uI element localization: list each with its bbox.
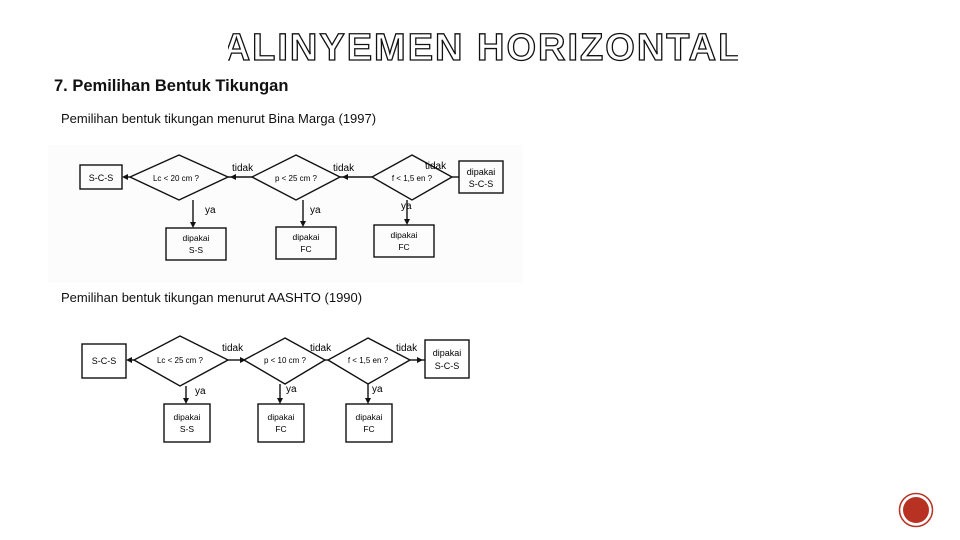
no-label-1: tidak [232, 163, 254, 174]
no-label-3: tidak [425, 161, 447, 172]
end-label-line1: dipakai [467, 167, 496, 177]
end-label-line2: S-C-S [435, 361, 460, 371]
no-label-2: tidak [333, 163, 355, 174]
yes-label-3: ya [401, 201, 412, 212]
decision-3-label: f < 1,5 en ? [392, 174, 433, 183]
outcome-2-line1: dipakai [268, 412, 295, 422]
outcome-2-line2: FC [300, 244, 311, 254]
no-label-3: tidak [396, 343, 418, 354]
outcome-3-line2: FC [363, 424, 374, 434]
yes-label-2: ya [286, 384, 297, 395]
outcome-1-line1: dipakai [183, 233, 210, 243]
decision-1-label: Lc < 20 cm ? [153, 174, 200, 183]
yes-label-1: ya [205, 205, 216, 216]
outcome-1-line2: S-S [180, 424, 195, 434]
outcome-2-line2: FC [275, 424, 286, 434]
decision-2-label: p < 10 cm ? [264, 356, 307, 365]
decision-2 [242, 337, 327, 385]
flow1-caption: Pemilihan bentuk tikungan menurut Bina M… [61, 111, 377, 126]
no-label-1: tidak [222, 343, 244, 354]
page-badge-icon [898, 492, 934, 528]
outcome-3-line1: dipakai [356, 412, 383, 422]
decision-2-label: p < 25 cm ? [275, 174, 318, 183]
slide-title-text: ALINYEMEN HORIZONTAL [228, 27, 738, 69]
decision-1 [132, 335, 230, 387]
end-label-line1: dipakai [433, 348, 462, 358]
decision-3-label: f < 1,5 en ? [348, 356, 389, 365]
section-heading: 7. Pemilihan Bentuk Tikungan [54, 77, 289, 95]
flow2-caption: Pemilihan bentuk tikungan menurut AASHTO… [61, 290, 363, 305]
decision-3 [370, 154, 454, 201]
start-box [81, 343, 127, 379]
outcome-box-1 [163, 403, 211, 443]
no-label-2: tidak [310, 343, 332, 354]
decision-1 [128, 154, 230, 201]
yes-label-3: ya [372, 384, 383, 395]
outcome-box-3 [345, 403, 393, 443]
end-label-line2: S-C-S [469, 179, 494, 189]
outcome-box-2 [257, 403, 305, 443]
outcome-2-line1: dipakai [293, 232, 320, 242]
outcome-1-line1: dipakai [174, 412, 201, 422]
outcome-box-2 [275, 226, 337, 260]
outcome-3-line1: dipakai [391, 230, 418, 240]
flowchart-aashto: S-C-S Lc < 25 cm ? p < 10 cm ? f < 1,5 e… [70, 326, 490, 463]
outcome-3-line2: FC [398, 242, 409, 252]
decision-1-label: Lc < 25 cm ? [157, 356, 204, 365]
outcome-box-1 [165, 227, 227, 261]
outcome-1-line2: S-S [189, 245, 204, 255]
yes-label-2: ya [310, 205, 321, 216]
start-label: S-C-S [89, 173, 114, 183]
decision-2 [250, 154, 342, 201]
slide-title: ALINYEMEN HORIZONTAL [228, 22, 738, 72]
flowchart-bina-marga: S-C-S Lc < 20 cm ? p < 25 cm ? f < 1,5 e… [48, 145, 523, 283]
end-box [424, 339, 470, 379]
outcome-box-3 [373, 224, 435, 258]
start-label: S-C-S [92, 356, 117, 366]
yes-label-1: ya [195, 386, 206, 397]
